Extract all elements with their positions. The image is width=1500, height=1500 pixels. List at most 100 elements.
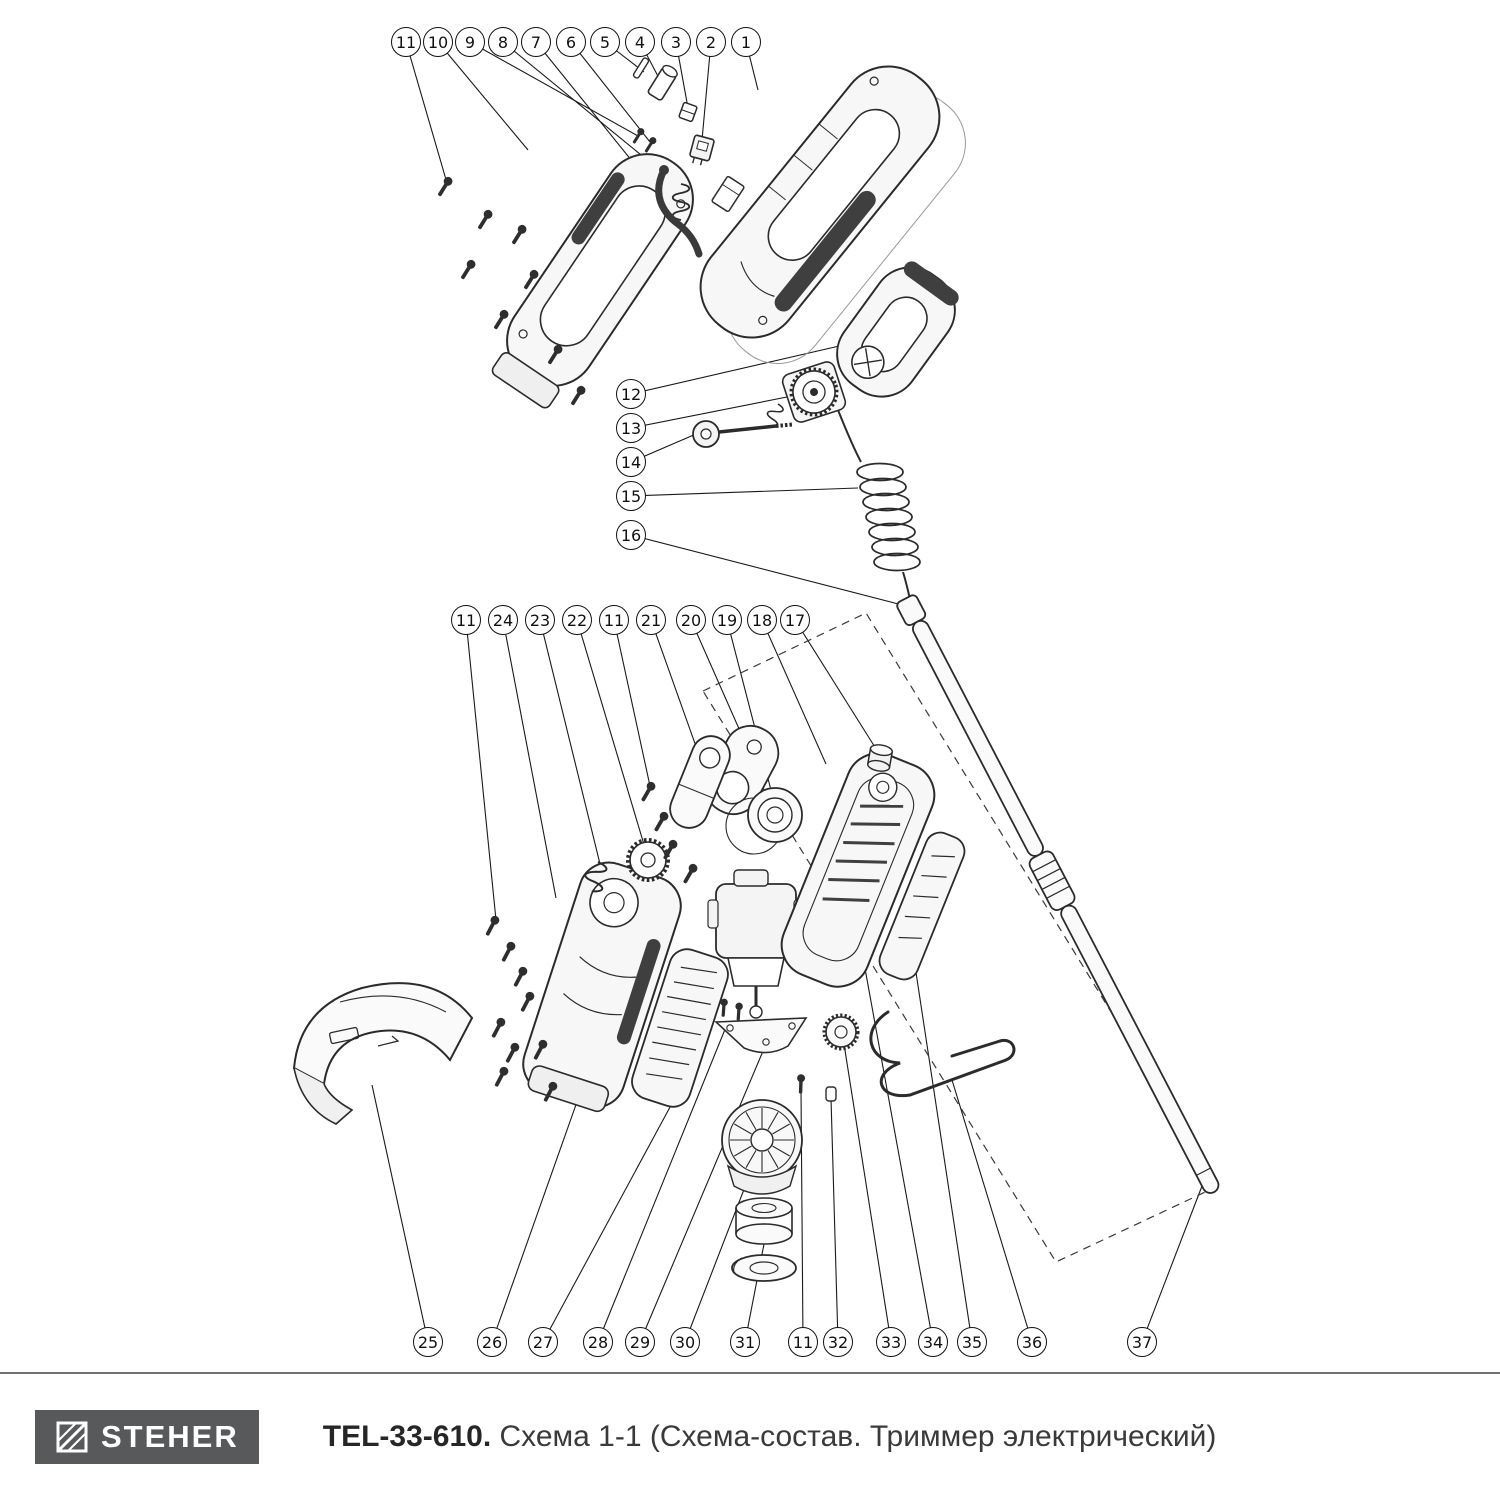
brand-logo: STEHER xyxy=(35,1410,259,1464)
part-motor-housing-right xyxy=(780,752,936,988)
callout-5: 5 xyxy=(590,27,620,57)
callout-36: 36 xyxy=(1017,1327,1047,1357)
callout-31: 31 xyxy=(730,1327,760,1357)
leader-line-22 xyxy=(576,619,646,849)
callout-1: 1 xyxy=(731,27,761,57)
leader-line-16 xyxy=(630,534,907,607)
callout-34: 34 xyxy=(918,1327,948,1357)
leader-line-20 xyxy=(690,619,741,732)
leader-line-6 xyxy=(570,41,651,143)
callout-28: 28 xyxy=(583,1327,613,1357)
callout-30: 30 xyxy=(670,1327,700,1357)
part-pin-small xyxy=(632,57,650,79)
leader-line-10 xyxy=(437,41,529,151)
leader-line-9 xyxy=(469,41,639,137)
callout-7: 7 xyxy=(521,27,551,57)
callout-20: 20 xyxy=(676,605,706,635)
leader-line-21 xyxy=(650,619,699,753)
part-housing-cover xyxy=(878,831,966,981)
callout-11: 11 xyxy=(788,1327,818,1357)
leader-line-28 xyxy=(597,1021,729,1343)
callout-11: 11 xyxy=(451,605,481,635)
part-aux-handle xyxy=(836,261,959,398)
callout-13: 13 xyxy=(616,413,646,443)
part-motor-housing-left xyxy=(522,861,682,1113)
scheme-title: Схема 1-1 (Схема-состав. Триммер электри… xyxy=(499,1420,1217,1453)
leader-line-11 xyxy=(613,619,651,787)
leader-line-34 xyxy=(861,951,934,1343)
leader-line-25 xyxy=(371,1084,429,1343)
callout-2: 2 xyxy=(696,27,726,57)
brand-mark-icon xyxy=(56,1421,88,1453)
leader-lines xyxy=(371,41,1203,1343)
leader-line-18 xyxy=(761,619,827,765)
callout-6: 6 xyxy=(556,27,586,57)
leader-line-29 xyxy=(639,1043,767,1343)
footer-bar: STEHER TEL-33-610. Схема 1-1 (Схема-сост… xyxy=(0,1372,1500,1500)
callout-17: 17 xyxy=(780,605,810,635)
leader-line-27 xyxy=(542,1095,677,1343)
callout-11: 11 xyxy=(391,27,421,57)
leader-line-33 xyxy=(843,1043,892,1343)
leader-line-35 xyxy=(911,945,973,1343)
callout-27: 27 xyxy=(528,1327,558,1357)
part-spring-trigger xyxy=(671,183,691,221)
callout-29: 29 xyxy=(625,1327,655,1357)
leader-line-37 xyxy=(1141,1185,1203,1343)
callout-9: 9 xyxy=(455,27,485,57)
leader-line-24 xyxy=(502,619,557,899)
part-cap xyxy=(825,1086,837,1102)
callout-19: 19 xyxy=(712,605,742,635)
callout-26: 26 xyxy=(477,1327,507,1357)
callout-37: 37 xyxy=(1127,1327,1157,1357)
diagram-caption: TEL-33-610. Схема 1-1 (Схема-состав. Три… xyxy=(323,1420,1217,1454)
part-spring xyxy=(584,861,608,893)
model-number: TEL-33-610. xyxy=(322,1420,492,1453)
callout-33: 33 xyxy=(876,1327,906,1357)
part-main-handle-housing xyxy=(699,65,941,339)
leader-line-32 xyxy=(830,1097,839,1343)
leader-line-23 xyxy=(539,619,602,869)
part-trigger-lever xyxy=(655,165,703,258)
callout-16: 16 xyxy=(616,520,646,550)
part-switch xyxy=(689,134,715,166)
callout-25: 25 xyxy=(413,1327,443,1357)
callout-24: 24 xyxy=(488,605,518,635)
callout-15: 15 xyxy=(616,481,646,511)
part-clamp-half xyxy=(669,735,731,829)
callout-12: 12 xyxy=(616,379,646,409)
part-guard xyxy=(292,982,474,1125)
part-spool xyxy=(731,1197,797,1282)
part-bushing-top xyxy=(647,64,678,101)
callout-21: 21 xyxy=(636,605,666,635)
leader-line-11 xyxy=(800,1089,804,1343)
callout-23: 23 xyxy=(525,605,555,635)
leader-line-13 xyxy=(630,395,793,429)
part-wire-guard xyxy=(869,1010,1016,1098)
part-power-cord xyxy=(837,409,921,605)
part-gear xyxy=(626,838,670,882)
part-bearing-ring xyxy=(725,787,803,855)
part-plate-top xyxy=(711,175,745,213)
callout-8: 8 xyxy=(488,27,518,57)
callout-4: 4 xyxy=(625,27,655,57)
leader-line-11 xyxy=(465,619,497,921)
leader-line-2 xyxy=(701,41,712,141)
part-side-cover xyxy=(631,948,729,1108)
part-fan xyxy=(721,1099,803,1195)
part-wing-bolt xyxy=(692,420,793,448)
callout-10: 10 xyxy=(423,27,453,57)
part-shaft-tube xyxy=(896,594,1220,1194)
brand-name: STEHER xyxy=(101,1419,239,1454)
part-clip xyxy=(678,101,698,123)
part-loop-handle xyxy=(491,153,694,409)
part-cable-dial xyxy=(781,361,847,423)
leader-line-36 xyxy=(951,1079,1033,1343)
part-shaft-bushing xyxy=(866,744,894,772)
callout-3: 3 xyxy=(661,27,691,57)
callout-11: 11 xyxy=(599,605,629,635)
callout-22: 22 xyxy=(562,605,592,635)
part-mount-plate xyxy=(714,1017,808,1054)
